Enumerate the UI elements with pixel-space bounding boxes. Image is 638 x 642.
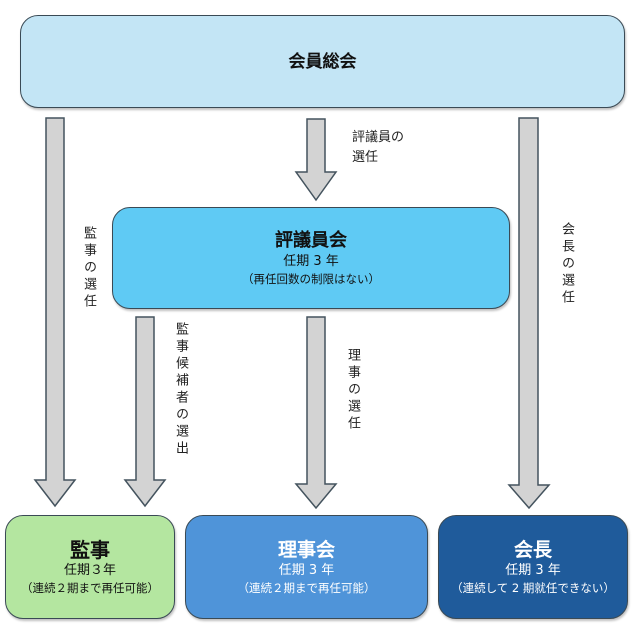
arrow-assembly-to-auditors — [33, 117, 77, 508]
arrow-councilors-to-auditors — [123, 316, 167, 508]
general-assembly-title: 会員総会 — [288, 51, 357, 72]
president-note: （連続して 2 期就任できない） — [451, 580, 615, 595]
president-term: 任期 3 年 — [505, 562, 561, 578]
councilors-title: 評議員会 — [275, 229, 347, 251]
board-note: （連続２期まで再任可能） — [237, 580, 376, 595]
board-term: 任期 3 年 — [278, 562, 335, 578]
arrow-assembly-to-councilors — [294, 118, 338, 202]
arrow-councilors-to-board — [294, 316, 338, 510]
board-title: 理事会 — [277, 538, 335, 561]
label-councilor-election-line2: 選任 — [352, 150, 379, 165]
label-councilor-election: 評議員の 選任 — [352, 128, 404, 168]
councilors-term: 任期 3 年 — [283, 253, 339, 269]
label-director-election: 理事の選任 — [345, 348, 360, 433]
president-box: 会長 任期 3 年 （連続して 2 期就任できない） — [438, 515, 628, 619]
auditors-term: 任期３年 — [63, 562, 116, 578]
label-auditor-election: 監事の選任 — [81, 226, 96, 311]
board-box: 理事会 任期 3 年 （連続２期まで再任可能） — [185, 515, 428, 619]
label-councilor-election-line1: 評議員の — [352, 130, 405, 145]
president-title: 会長 — [513, 538, 552, 561]
auditors-box: 監事 任期３年 （連続２期まで再任可能） — [5, 515, 175, 619]
label-auditor-candidate-selection: 監事候補者の選出 — [173, 322, 188, 458]
councilors-note: （再任回数の制限はない） — [242, 271, 380, 286]
auditors-note: （連続２期まで再任可能） — [21, 580, 159, 595]
arrow-assembly-to-president — [507, 117, 551, 510]
councilors-box: 評議員会 任期 3 年 （再任回数の制限はない） — [112, 207, 510, 309]
general-assembly-box: 会員総会 — [20, 15, 625, 108]
auditors-title: 監事 — [70, 537, 110, 562]
label-president-election: 会長の選任 — [559, 222, 574, 307]
